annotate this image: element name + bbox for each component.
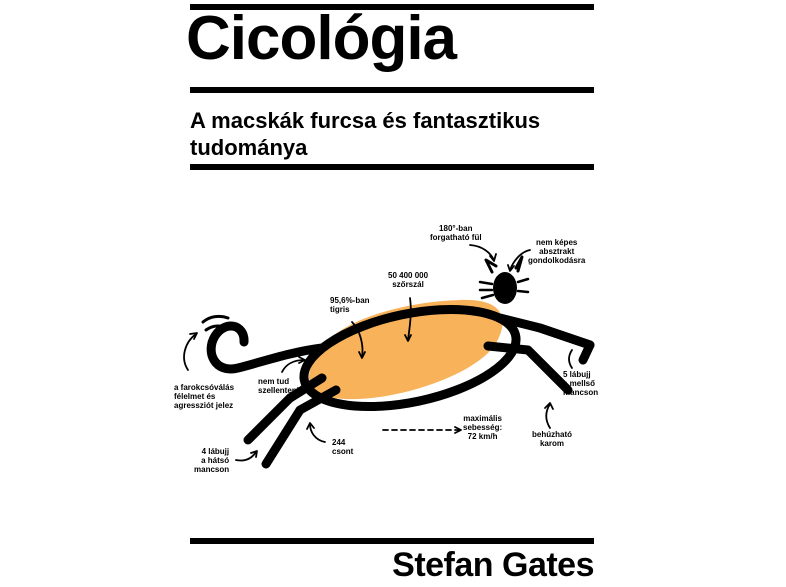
book-title: Cicológia <box>186 4 457 73</box>
annotation-no-abstract-thinking: nem képes absztrakt gondolkodásra <box>528 238 586 265</box>
annotation-ear-rotation: 180°-ban forgatható fül <box>430 224 482 242</box>
arrow-brain-head <box>507 264 515 272</box>
arrow-nosweat <box>281 359 305 373</box>
bottom-rule <box>190 538 594 544</box>
tail-motion-2 <box>204 324 230 332</box>
arrow-fur <box>407 297 412 341</box>
arrow-brain <box>509 249 531 271</box>
subtitle-rule <box>190 164 594 170</box>
cat-head <box>493 272 517 304</box>
cat-whisker-1 <box>478 280 494 286</box>
annotation-tail-wag: a farokcsóválás félelmet és agressziót j… <box>174 383 235 410</box>
top-rule <box>190 4 594 10</box>
arrow-tiger-head <box>358 351 366 359</box>
annotation-no-sweat: nem tud szellenteni <box>258 377 299 395</box>
annotation-fur-count: 50 400 000 szőrszál <box>388 271 429 289</box>
cat-hind-leg-1 <box>243 373 327 445</box>
arrow-claw <box>545 403 551 429</box>
annotation-bones: 244 csont <box>332 438 354 456</box>
arrow-ear <box>469 244 495 261</box>
cat-ear-right <box>514 255 524 273</box>
arrow-bones <box>309 423 326 443</box>
cat-body-outline <box>299 304 521 412</box>
tail-motion-1 <box>201 314 230 324</box>
arrow-tail <box>183 333 197 371</box>
cat-tail <box>206 321 327 374</box>
arrow-ear-head <box>489 253 497 262</box>
arrow-hind <box>235 451 257 462</box>
book-subtitle: A macskák furcsa és fantasztikus tudomán… <box>190 108 541 160</box>
cat-whisker-4 <box>516 277 530 284</box>
arrow-nosweat-head <box>298 356 306 364</box>
arrow-tail-head <box>189 332 198 340</box>
cat-whisker-3 <box>480 293 495 300</box>
arrow-tiger <box>351 321 364 358</box>
cat-whisker-5 <box>516 289 530 294</box>
arrow-hind-head <box>250 450 258 458</box>
cat-hind-leg-2 <box>261 385 341 469</box>
annotation-retractable-claw: behúzható karom <box>532 430 572 448</box>
cat-front-leg-1 <box>483 341 573 395</box>
arrow-speed-head <box>454 426 462 434</box>
arrow-bones-head <box>306 422 315 430</box>
arrow-paw <box>568 349 573 369</box>
cat-ear-left <box>484 258 498 274</box>
book-author: Stefan Gates <box>392 546 594 584</box>
arrow-fur-head <box>404 334 412 342</box>
annotation-front-toes: 5 lábujj a mellső mancson <box>563 370 599 397</box>
cat-front-leg-2 <box>535 323 595 365</box>
annotation-hind-toes: 4 lábujj a hátsó mancson <box>194 447 230 474</box>
annotation-tiger-share: 95,6%-ban tigris <box>330 296 370 314</box>
arrow-claw-head <box>544 402 554 410</box>
annotation-top-speed: maximális sebesség: 72 km/h <box>463 414 503 441</box>
title-rule <box>190 87 594 93</box>
